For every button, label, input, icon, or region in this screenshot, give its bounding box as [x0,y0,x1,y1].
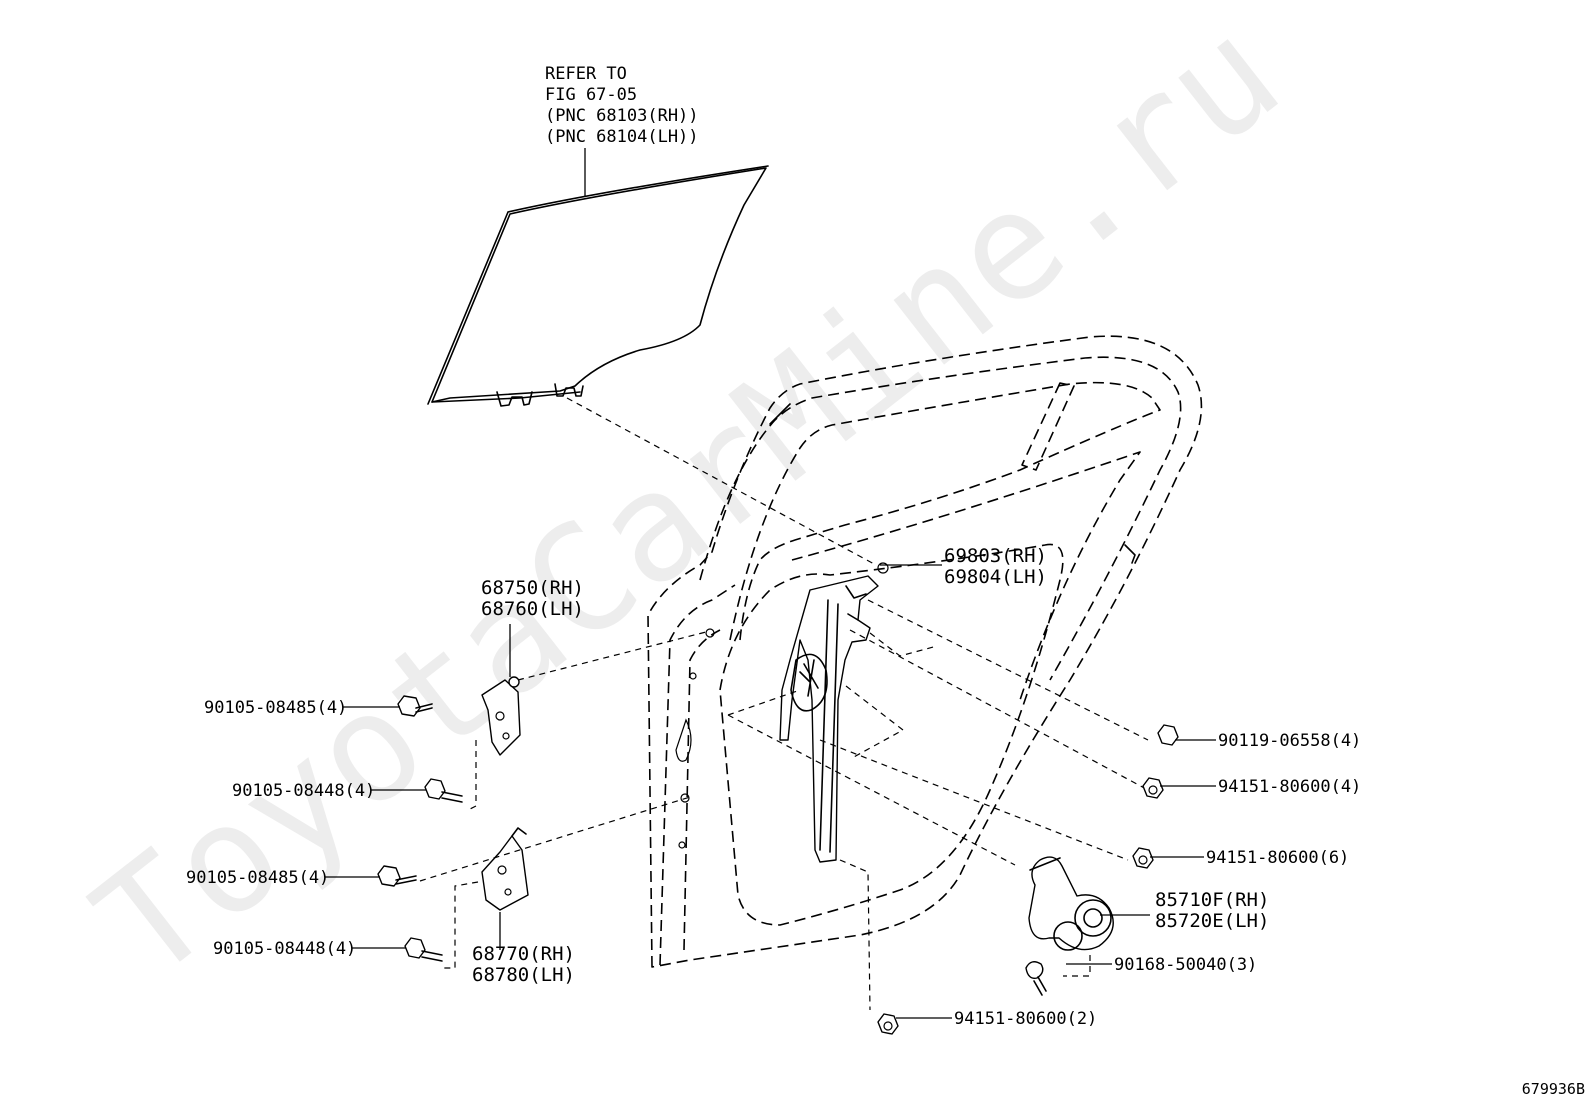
hex-nut-icon [1142,777,1164,799]
hex-nut-icon [877,1013,899,1035]
svg-text:68760(LH): 68760(LH) [481,598,584,620]
hex-bolt-icon [377,865,417,887]
hex-nut-icon [1132,847,1154,869]
svg-text:68750(RH): 68750(RH) [481,577,584,599]
regulator-label: 69803(RH) 69804(LH) [944,545,1047,588]
upper-hinge-label: 68750(RH) 68760(LH) [481,577,584,620]
bolt-upper-inner-label: 90105-08448(4) [232,781,375,801]
watermark: ToyotaCarMine.ru [65,0,1311,1013]
bolt-upper-outer-label: 90105-08485(4) [204,698,347,718]
door-glass [427,148,769,407]
hex-bolt-icon [397,695,433,717]
lower-hinge-label: 68770(RH) 68780(LH) [472,943,575,986]
glass-reference-label: REFER TO FIG 67-05 (PNC 68103(RH)) (PNC … [545,64,699,147]
figure-id: 679936B [1522,1080,1585,1098]
hex-bolt-icon [1157,724,1179,746]
bolt-lower-inner-label: 90105-08448(4) [213,939,356,959]
nut-a-label: 94151-80600(4) [1218,777,1361,797]
hex-bolt-icon [404,937,443,962]
svg-text:85710F(RH): 85710F(RH) [1155,889,1269,911]
nut-b-label: 94151-80600(6) [1206,848,1349,868]
window-motor [1028,856,1114,951]
bolt-lower-outer-label: 90105-08485(4) [186,868,329,888]
nut-bottom-label: 94151-80600(2) [954,1009,1097,1029]
svg-text:(PNC 68103(RH)): (PNC 68103(RH)) [545,106,699,126]
window-regulator [779,562,889,863]
svg-text:69804(LH): 69804(LH) [944,566,1047,588]
motor-label: 85710F(RH) 85720E(LH) [1155,889,1269,932]
svg-text:85720E(LH): 85720E(LH) [1155,910,1269,932]
svg-text:REFER TO: REFER TO [545,64,627,84]
svg-text:69803(RH): 69803(RH) [944,545,1047,567]
door-panel [647,335,1203,968]
upper-door-hinge [481,624,521,756]
screw-icon [1025,961,1047,996]
svg-text:68780(LH): 68780(LH) [472,964,575,986]
hex-bolt-icon [424,778,463,803]
lower-door-hinge [481,827,529,950]
motor-screw-label: 90168-50040(3) [1114,955,1257,975]
svg-text:68770(RH): 68770(RH) [472,943,575,965]
bolt-regulator-label: 90119-06558(4) [1218,731,1361,751]
svg-text:FIG 67-05: FIG 67-05 [545,85,637,105]
svg-text:(PNC 68104(LH)): (PNC 68104(LH)) [545,127,699,147]
